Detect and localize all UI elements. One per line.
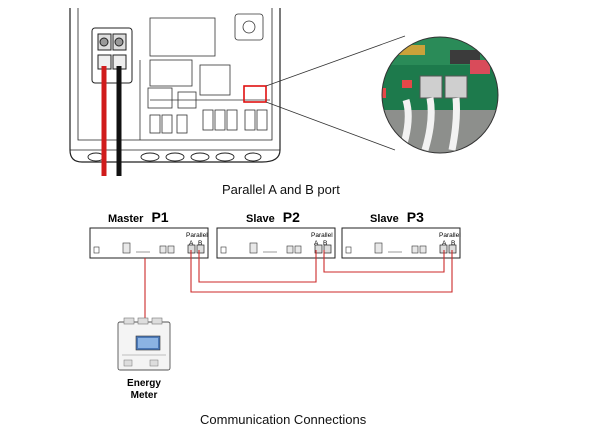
energy-meter-label: Energy Meter [118, 378, 170, 402]
unit-box-p1 [89, 227, 209, 259]
unit-role-master: Master [108, 213, 144, 225]
inverter-units [89, 227, 461, 259]
port-a-label-p3: A [442, 240, 447, 247]
unit-id-p3: P3 [406, 209, 424, 225]
unit-label-p1: Master P1 [108, 209, 169, 225]
zoomed-board-photo [382, 37, 498, 153]
unit-label-p2: Slave P2 [246, 209, 300, 225]
parallel-wires [190, 250, 453, 293]
port-b-p1 [196, 244, 205, 254]
zoom-lines [265, 35, 406, 151]
parallel-label-p1: Parallel [186, 232, 208, 239]
zoom-caption: Parallel A and B port [222, 182, 340, 197]
port-b-label-p2: B [323, 240, 328, 247]
diagram-caption: Communication Connections [200, 412, 367, 427]
battery-terminal-block [91, 27, 133, 84]
unit-id-p2: P2 [282, 209, 300, 225]
port-b-p2 [323, 244, 332, 254]
port-highlight-box [243, 85, 267, 103]
parallel-label-p2: Parallel [311, 232, 333, 239]
port-b-label-p3: B [451, 240, 456, 247]
unit-box-p2 [216, 227, 336, 259]
inverter-internals [139, 13, 270, 140]
unit-role-slave-3: Slave [370, 213, 399, 225]
parallel-label-p3: Parallel [439, 232, 461, 239]
meter-label-line1: Energy [127, 378, 161, 389]
port-b-label-p1: B [198, 240, 203, 247]
unit-box-p3 [341, 227, 461, 259]
meter-label-line2: Meter [130, 390, 158, 401]
unit-label-p3: Slave P3 [370, 209, 424, 225]
zoom-circle-border [381, 36, 499, 154]
port-a-label-p1: A [189, 240, 194, 247]
port-a-p2 [314, 244, 323, 254]
energy-meter-device [117, 317, 171, 371]
unit-id-p1: P1 [151, 209, 169, 225]
cable-glands [87, 152, 262, 162]
unit-role-slave-2: Slave [246, 213, 275, 225]
port-a-label-p2: A [314, 240, 319, 247]
battery-cables [101, 66, 122, 176]
